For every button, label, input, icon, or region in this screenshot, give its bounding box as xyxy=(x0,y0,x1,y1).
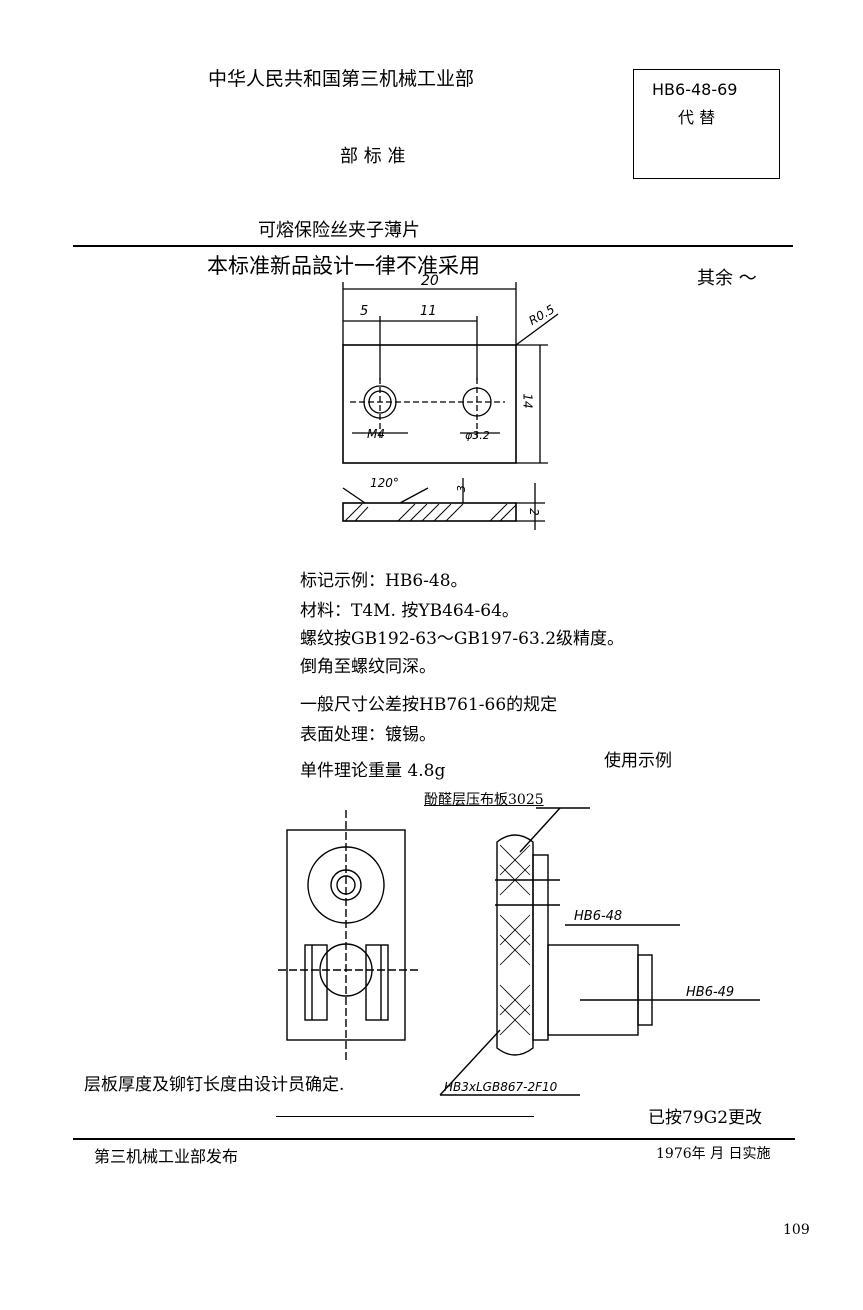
replace-label: 代 替 xyxy=(678,108,716,127)
dim-height: 14 xyxy=(520,393,535,409)
standard-type: 部 标 准 xyxy=(340,146,406,167)
title-rule xyxy=(73,245,793,247)
part2-label: HB6-49 xyxy=(686,985,735,1000)
dim-hole-dia: φ3.2 xyxy=(465,429,490,442)
revision-note: 已按79G2更改 xyxy=(648,1108,763,1128)
standard-code-box: HB6-48-69 代 替 xyxy=(633,69,780,179)
rivet-label: HB3xLGB867-2F10 xyxy=(444,1080,558,1094)
part1-label: HB6-48 xyxy=(574,909,623,924)
footer-rule xyxy=(73,1138,795,1140)
notice: 本标准新品設计一律不准采用 xyxy=(207,254,480,278)
dim-depth: 3 xyxy=(455,485,468,492)
spec-weight: 单件理论重量 4.8g xyxy=(300,761,446,781)
spec-material: 材料：T4M. 按YB464-64。 xyxy=(300,601,519,621)
dim-hole-offset: 5 xyxy=(360,304,369,319)
dim-countersink: 120° xyxy=(370,476,399,490)
usage-note: 层板厚度及铆钉长度由设计员确定. xyxy=(84,1075,345,1095)
ministry-title: 中华人民共和国第三机械工业部 xyxy=(208,68,475,90)
dim-hole-spacing: 11 xyxy=(420,304,437,319)
part-title: 可熔保险丝夹子薄片 xyxy=(258,220,420,241)
roughness-symbol: ～ xyxy=(733,268,757,289)
page-number: 109 xyxy=(783,1222,810,1238)
spec-tolerance: 一般尺寸公差按HB761-66的规定 xyxy=(300,695,558,715)
usage-front-outline xyxy=(286,829,406,1041)
board-section xyxy=(496,834,534,1056)
spec-surface: 表面处理：镀锡。 xyxy=(300,725,436,745)
roughness-text: 其余 xyxy=(697,268,733,289)
board-label: 酚醛层压布板3025 xyxy=(424,792,544,808)
dim-overall-width: 20 xyxy=(421,273,439,289)
usage-title: 使用示例 xyxy=(604,751,672,771)
standard-code: HB6-48-69 xyxy=(652,80,738,99)
dim-thread: M4 xyxy=(367,427,385,441)
plate-outline xyxy=(342,344,517,464)
publisher: 第三机械工业部发布 xyxy=(94,1147,239,1166)
spec-thread: 螺纹按GB192-63～GB197-63.2级精度。 xyxy=(300,629,625,649)
usage-ring xyxy=(307,846,385,924)
roughness-note: 其余 ～ xyxy=(697,264,757,290)
spec-chamfer: 倒角至螺纹同深。 xyxy=(300,657,436,677)
signature-rule xyxy=(276,1116,534,1117)
effective-date: 1976年 月 日实施 xyxy=(656,1146,771,1162)
spec-marking: 标记示例：HB6-48。 xyxy=(300,571,468,591)
section-outline xyxy=(342,502,517,522)
dim-thickness: 2 xyxy=(526,508,541,516)
